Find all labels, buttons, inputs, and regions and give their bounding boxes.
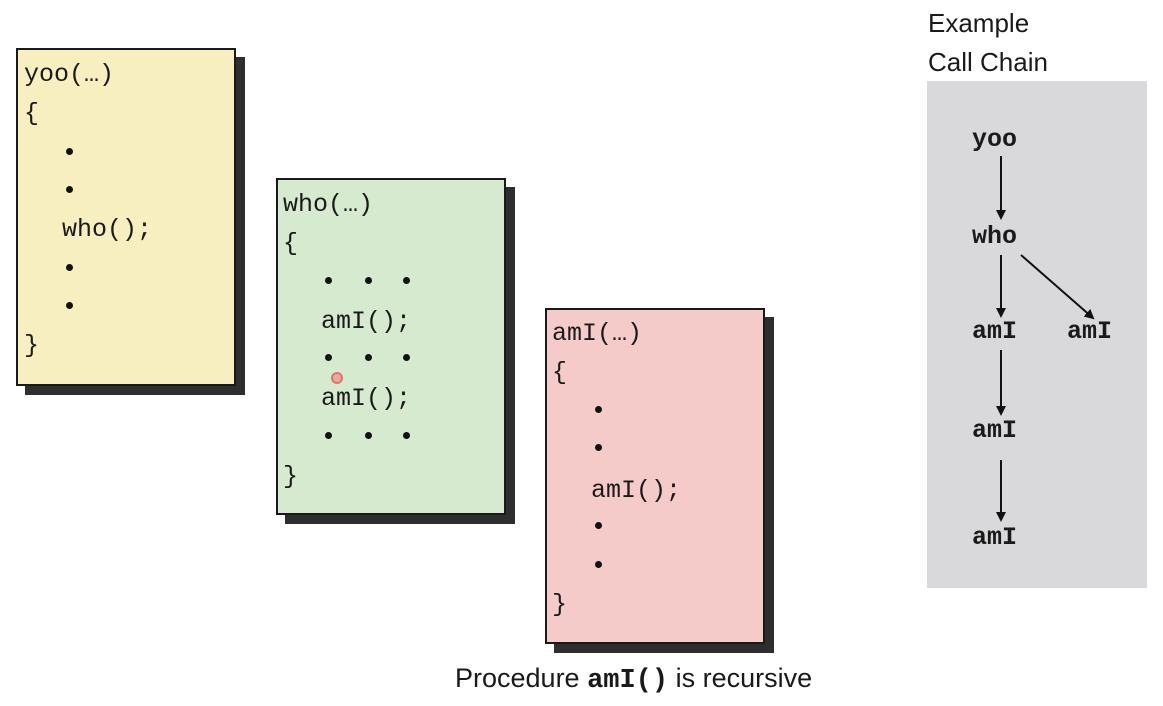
ellipsis-dot bbox=[403, 277, 410, 284]
chain-node-ami: amI bbox=[972, 416, 1018, 445]
ami-call-ami: amI(); bbox=[591, 476, 682, 505]
ellipsis-dot bbox=[66, 148, 73, 155]
chain-node-ami-side: amI bbox=[1067, 317, 1113, 346]
who-procedure-box bbox=[276, 178, 506, 515]
ellipsis-dot bbox=[403, 354, 410, 361]
ellipsis-dot bbox=[595, 522, 602, 529]
call-chain-panel bbox=[927, 81, 1147, 588]
ellipsis-dot bbox=[325, 277, 332, 284]
yoo-call-who: who(); bbox=[62, 215, 153, 244]
call-chain-title: Example Call Chain bbox=[928, 4, 1048, 82]
ellipsis-dot bbox=[66, 302, 73, 309]
ellipsis-dot bbox=[595, 561, 602, 568]
who-call-ami-1: amI(); bbox=[321, 307, 412, 336]
caption-code: amI() bbox=[587, 666, 669, 696]
who-call-ami-2: amI(); bbox=[321, 384, 412, 413]
who-header: who(…) bbox=[283, 190, 374, 219]
ami-open-brace: { bbox=[552, 358, 568, 387]
ellipsis-dot bbox=[325, 432, 332, 439]
ellipsis-dot bbox=[365, 432, 372, 439]
ami-header: amI(…) bbox=[552, 319, 643, 348]
ellipsis-dot bbox=[595, 444, 602, 451]
call-chain-title-line2: Call Chain bbox=[928, 47, 1048, 77]
ellipsis-dot bbox=[66, 264, 73, 271]
chain-node-yoo: yoo bbox=[972, 125, 1018, 154]
yoo-close-brace: } bbox=[24, 331, 40, 360]
yoo-procedure-box bbox=[16, 48, 236, 386]
caption-suffix: is recursive bbox=[668, 663, 813, 693]
recursion-caption: Procedure amI() is recursive bbox=[455, 662, 812, 697]
ami-procedure-box bbox=[545, 308, 765, 644]
chain-node-ami: amI bbox=[972, 523, 1018, 552]
chain-node-who: who bbox=[972, 222, 1018, 251]
ellipsis-dot bbox=[403, 432, 410, 439]
who-open-brace: { bbox=[283, 229, 299, 258]
ellipsis-dot bbox=[365, 354, 372, 361]
ellipsis-dot bbox=[595, 406, 602, 413]
who-close-brace: } bbox=[283, 462, 299, 491]
arrow-who-ami-side bbox=[1020, 254, 1095, 320]
ami-close-brace: } bbox=[552, 590, 568, 619]
ellipsis-dot bbox=[66, 186, 73, 193]
chain-node-ami: amI bbox=[972, 317, 1018, 346]
ellipsis-dot bbox=[365, 277, 372, 284]
yoo-open-brace: { bbox=[24, 99, 40, 128]
ellipsis-dot bbox=[325, 354, 332, 361]
call-chain-title-line1: Example bbox=[928, 8, 1030, 38]
cursor-pointer-icon bbox=[331, 372, 343, 384]
yoo-header: yoo(…) bbox=[24, 60, 115, 89]
caption-prefix: Procedure bbox=[455, 663, 588, 693]
